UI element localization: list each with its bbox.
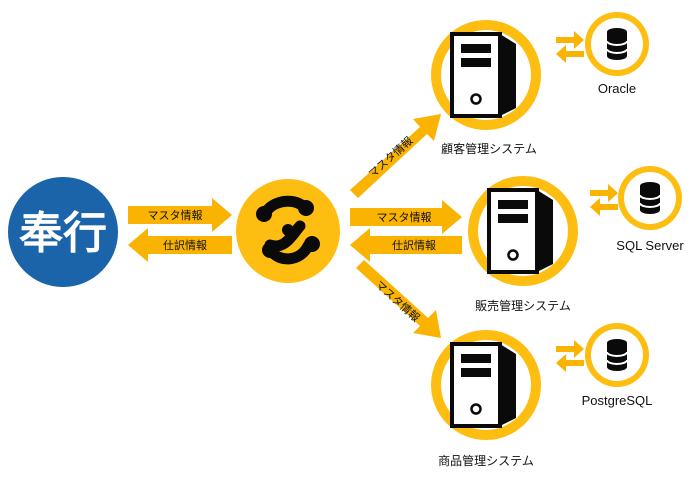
sales-system-label: 販売管理システム — [475, 298, 571, 313]
arrow-label-sales-return: 仕訳情報 — [392, 238, 436, 252]
database-icon — [606, 338, 628, 372]
customer-system-label: 顧客管理システム — [441, 141, 537, 156]
oracle-db-label: Oracle — [598, 81, 636, 96]
server-tower-icon — [487, 188, 555, 274]
oracle-db-node: Oracle — [585, 12, 649, 96]
bugyo-logo: 奉行 — [8, 177, 118, 287]
database-icon — [606, 27, 628, 61]
sales-system-node: 販売管理システム — [468, 176, 578, 313]
customer-system-node: 顧客管理システム — [431, 20, 541, 156]
postgresql-db-label: PostgreSQL — [582, 393, 653, 408]
arrow-hub-to-bugyo: 仕訳情報 — [128, 228, 232, 262]
server-tower-icon — [450, 32, 518, 118]
arrow-hub-to-product: マスタ情報 — [356, 260, 441, 338]
server-tower-icon — [450, 342, 518, 428]
arrow-bugyo-to-hub: マスタ情報 — [128, 198, 232, 232]
arrow-hub-to-sales: マスタ情報 — [350, 200, 462, 234]
postgresql-db-node: PostgreSQL — [582, 323, 653, 408]
arrow-hub-to-customer: マスタ情報 — [350, 114, 441, 198]
database-icon — [639, 181, 661, 215]
product-system-node: 商品管理システム — [431, 330, 541, 468]
arrow-label-master-to-hub: マスタ情報 — [148, 209, 203, 222]
bugyo-logo-text: 奉行 — [19, 208, 107, 259]
sqlserver-db-node: SQL Server — [616, 166, 684, 253]
exchange-arrows-icon — [556, 340, 584, 372]
arrow-label-sales: マスタ情報 — [377, 211, 432, 224]
arrow-label-customer: マスタ情報 — [366, 134, 416, 180]
arrow-label-journal-from-hub: 仕訳情報 — [163, 238, 207, 252]
hub-network-icon — [236, 179, 340, 283]
sqlserver-db-label: SQL Server — [616, 238, 684, 253]
exchange-arrows-icon — [590, 184, 618, 216]
exchange-arrows-icon — [556, 31, 584, 63]
arrow-label-product: マスタ情報 — [373, 278, 423, 324]
arrow-sales-to-hub: 仕訳情報 — [350, 228, 462, 262]
product-system-label: 商品管理システム — [438, 453, 534, 468]
